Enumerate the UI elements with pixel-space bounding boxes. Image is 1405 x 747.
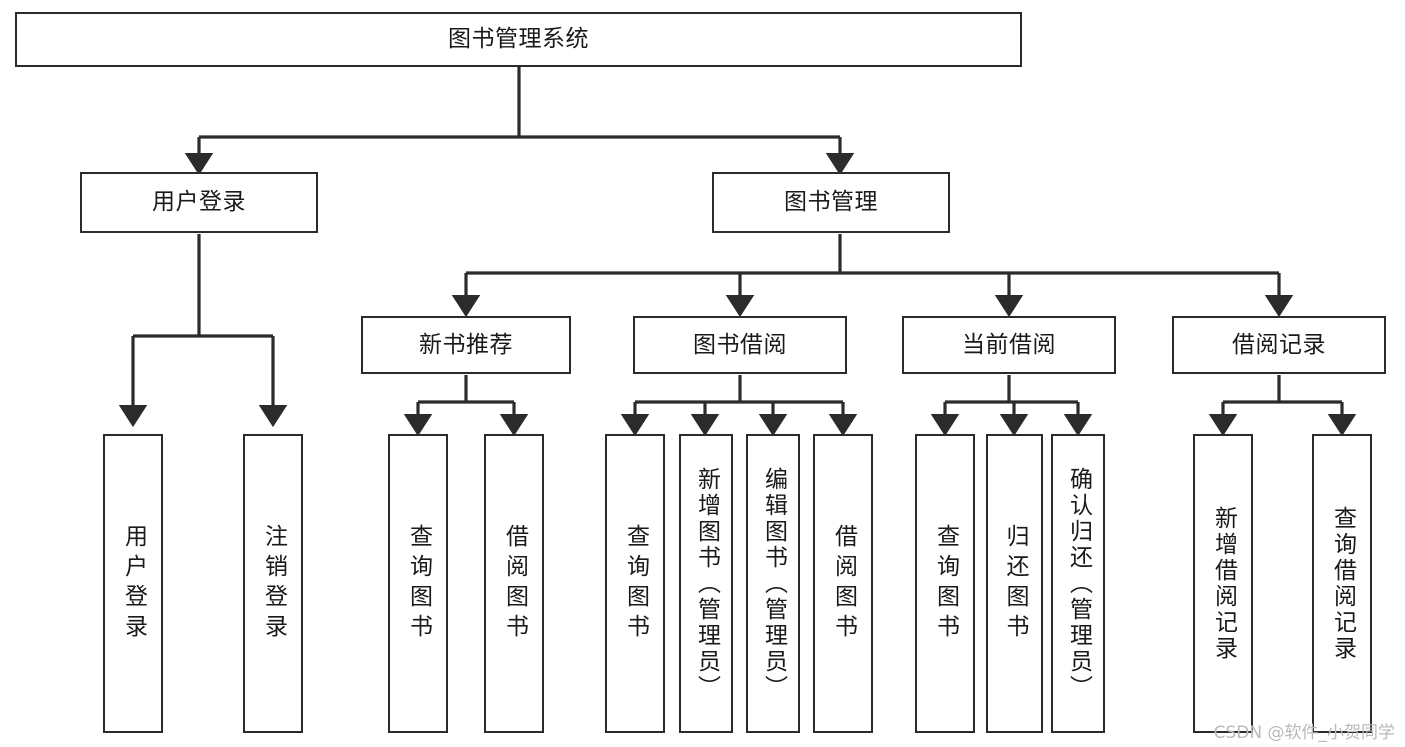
node-leaf-user-login[interactable]: 用户登录 — [103, 434, 163, 733]
node-leaf-query-record[interactable]: 查询借阅记录 — [1312, 434, 1372, 733]
node-user-login-label: 用户登录 — [152, 189, 246, 215]
node-new-book-recommend[interactable]: 新书推荐 — [361, 316, 571, 374]
node-book-borrow[interactable]: 图书借阅 — [633, 316, 847, 374]
node-leaf-logout-login[interactable]: 注销登录 — [243, 434, 303, 733]
node-leaf-confirm-return-label: 确认归还（管理员） — [1065, 466, 1092, 701]
node-leaf-user-login-label: 用户登录 — [120, 523, 147, 644]
node-leaf-query-book-1-label: 查询图书 — [405, 523, 432, 644]
node-leaf-edit-book-label: 编辑图书（管理员） — [760, 466, 787, 701]
node-book-borrow-label: 图书借阅 — [693, 331, 787, 358]
node-user-login[interactable]: 用户登录 — [80, 172, 318, 233]
node-leaf-borrow-book-1[interactable]: 借阅图书 — [484, 434, 544, 733]
node-leaf-return-book-label: 归还图书 — [1002, 523, 1028, 644]
node-leaf-query-book-3[interactable]: 查询图书 — [915, 434, 975, 733]
node-leaf-add-record-label: 新增借阅记录 — [1210, 505, 1237, 662]
node-book-management[interactable]: 图书管理 — [712, 172, 950, 233]
node-root[interactable]: 图书管理系统 — [15, 12, 1022, 67]
node-leaf-add-record[interactable]: 新增借阅记录 — [1193, 434, 1253, 733]
node-current-borrow[interactable]: 当前借阅 — [902, 316, 1116, 374]
node-leaf-borrow-book-2[interactable]: 借阅图书 — [813, 434, 873, 733]
node-new-book-recommend-label: 新书推荐 — [419, 331, 513, 358]
node-leaf-query-record-label: 查询借阅记录 — [1329, 505, 1356, 662]
node-leaf-confirm-return[interactable]: 确认归还（管理员） — [1051, 434, 1105, 733]
node-leaf-add-book[interactable]: 新增图书（管理员） — [679, 434, 733, 733]
node-leaf-borrow-book-2-label: 借阅图书 — [830, 523, 857, 644]
node-leaf-add-book-label: 新增图书（管理员） — [693, 466, 720, 701]
node-current-borrow-label: 当前借阅 — [962, 331, 1056, 358]
node-leaf-return-book[interactable]: 归还图书 — [986, 434, 1043, 733]
node-leaf-edit-book[interactable]: 编辑图书（管理员） — [746, 434, 800, 733]
node-leaf-query-book-3-label: 查询图书 — [932, 523, 959, 644]
node-leaf-query-book-2-label: 查询图书 — [622, 523, 649, 644]
node-leaf-borrow-book-1-label: 借阅图书 — [501, 523, 528, 644]
node-book-management-label: 图书管理 — [784, 189, 878, 215]
node-root-label: 图书管理系统 — [448, 26, 589, 52]
node-borrow-record[interactable]: 借阅记录 — [1172, 316, 1386, 374]
node-leaf-query-book-2[interactable]: 查询图书 — [605, 434, 665, 733]
csdn-watermark: CSDN @软件_小贺同学 — [1213, 723, 1395, 743]
node-leaf-query-book-1[interactable]: 查询图书 — [388, 434, 448, 733]
node-leaf-logout-login-label: 注销登录 — [260, 523, 287, 644]
node-borrow-record-label: 借阅记录 — [1232, 331, 1326, 358]
